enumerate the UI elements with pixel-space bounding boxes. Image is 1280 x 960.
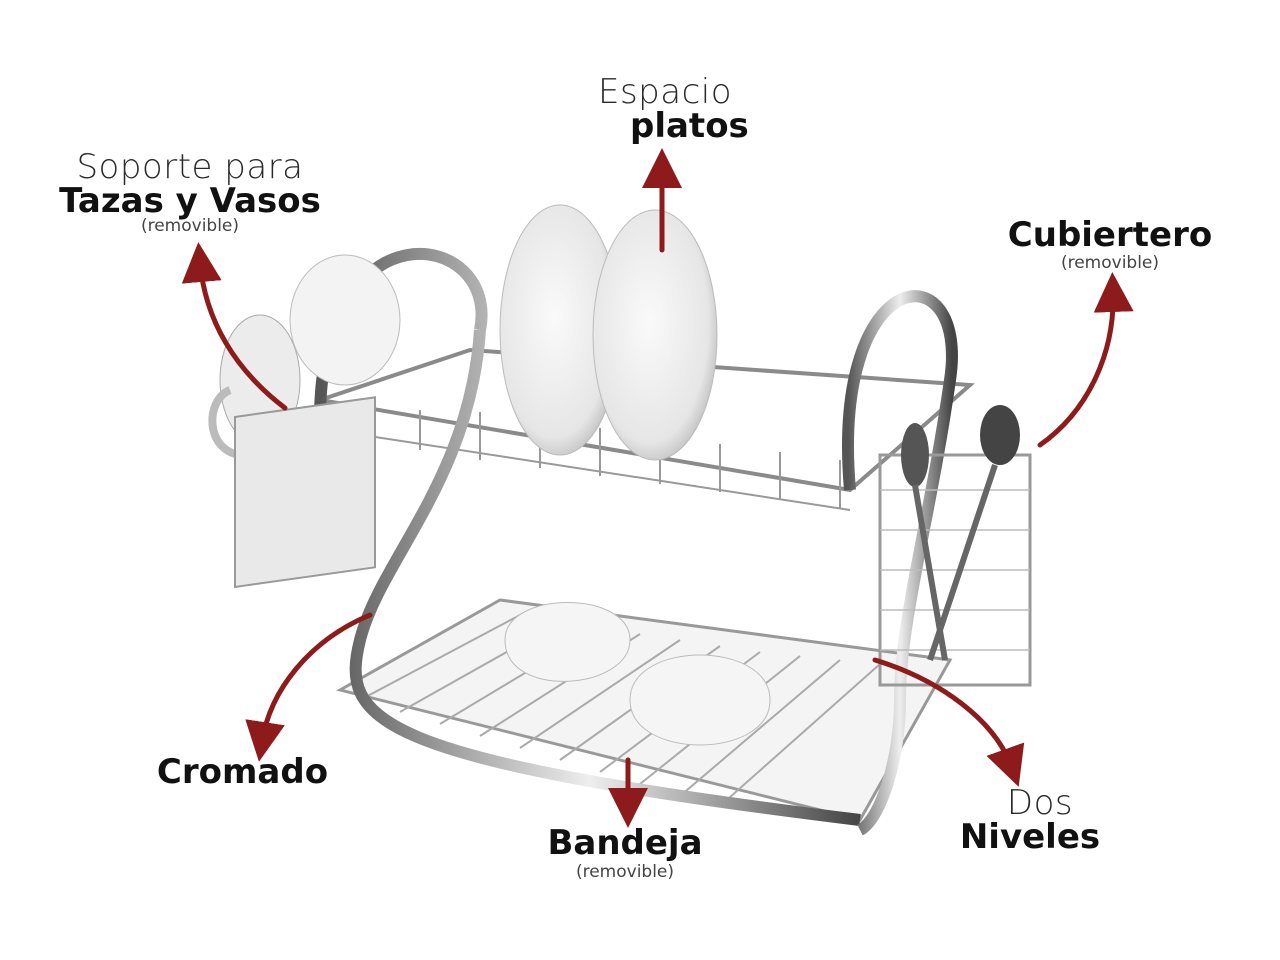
label-line: Dos (1006, 783, 1074, 823)
rack (208, 204, 1032, 836)
cup (289, 254, 401, 386)
bowl (629, 654, 771, 746)
glass-holder (234, 396, 376, 589)
label-line: platos (630, 106, 749, 146)
label-bandeja: Bandeja (removible) (540, 826, 710, 881)
arrow-cubiertero (1037, 272, 1134, 448)
label-line: Bandeja (547, 823, 703, 863)
label-note: (removible) (575, 862, 675, 882)
arrow-niveles (872, 657, 1025, 787)
arrow-tazas (181, 242, 288, 411)
bowl (504, 602, 631, 682)
plate (592, 209, 718, 461)
label-espacio-platos: Espacio platos (590, 72, 749, 146)
label-line: Soporte para (76, 147, 304, 187)
arrow-cromado (245, 612, 373, 762)
arrows (181, 148, 1134, 828)
spoon (901, 423, 929, 487)
label-cubiertero: Cubiertero (removible) (1000, 218, 1220, 272)
label-cromado: Cromado (150, 755, 335, 789)
label-note: (removible) (1060, 253, 1160, 273)
label-line: Niveles (959, 817, 1101, 857)
label-line: Cromado (156, 752, 329, 792)
label-line: Espacio (597, 72, 733, 112)
spoon (980, 405, 1020, 465)
label-soporte-tazas: Soporte para Tazas y Vasos (removible) (55, 150, 325, 235)
label-dos-niveles: Dos Niveles (950, 786, 1110, 854)
label-note: (removible) (140, 216, 240, 236)
label-line: Cubiertero (1007, 215, 1213, 255)
label-line: Tazas y Vasos (59, 181, 321, 221)
right-frame (842, 290, 958, 836)
